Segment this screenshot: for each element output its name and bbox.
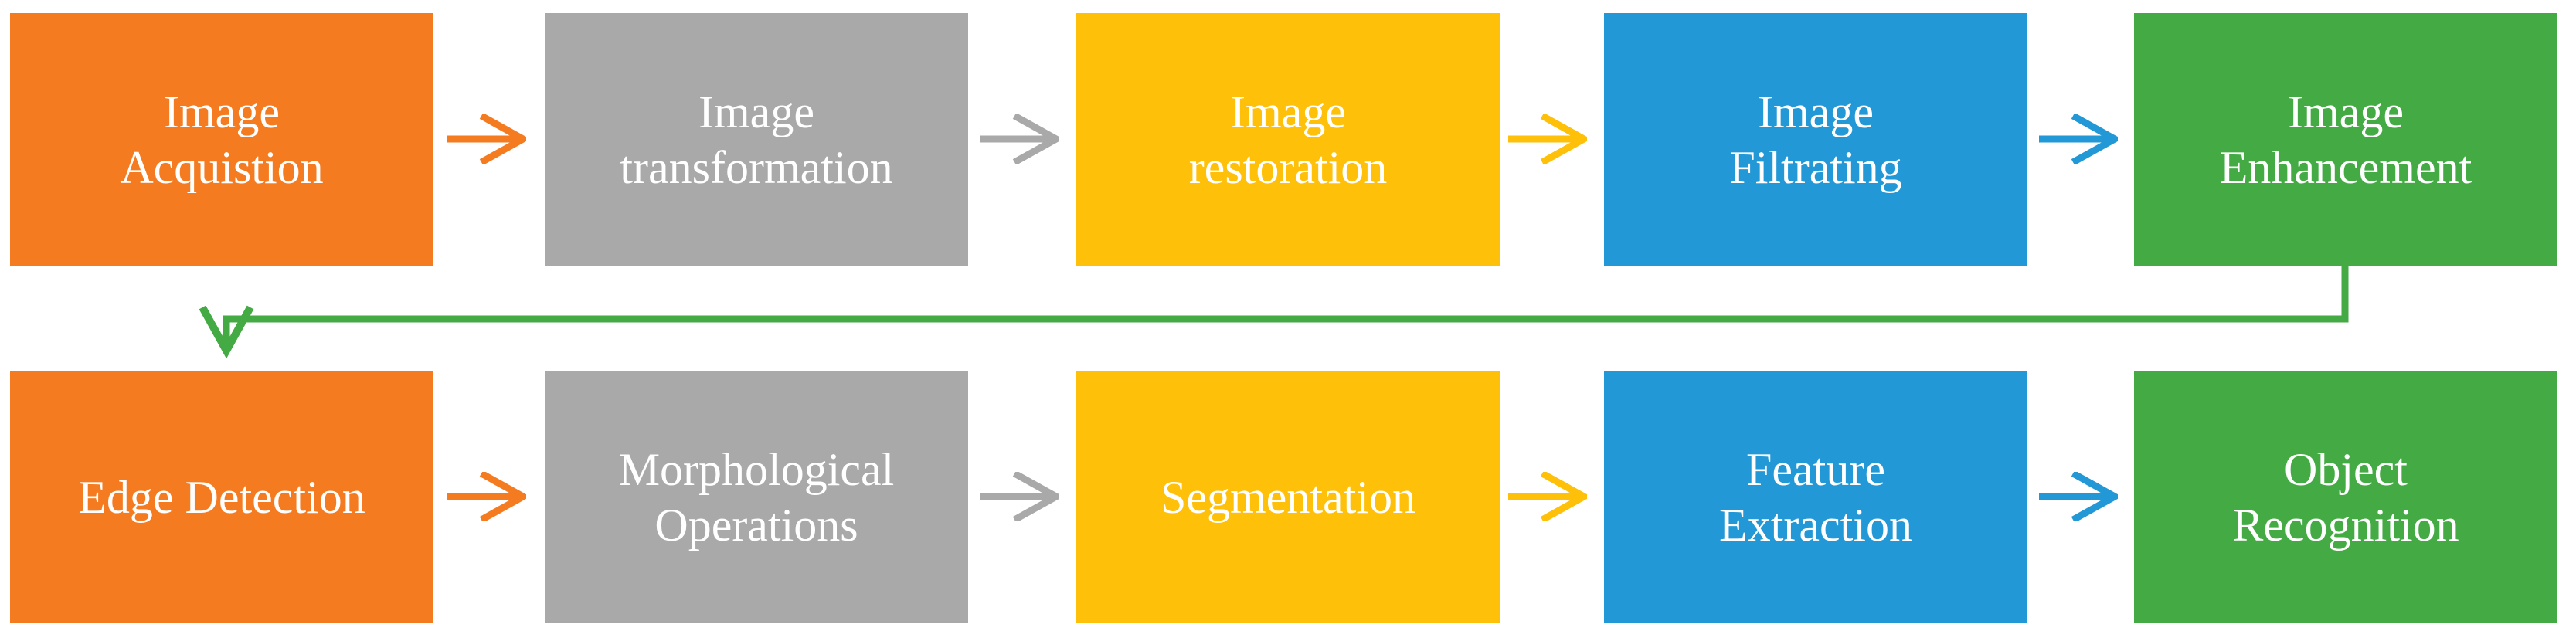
arrow-filtrating-to-enhancement (2037, 114, 2118, 164)
right-arrow-icon (447, 472, 526, 521)
right-arrow-icon (1508, 114, 1587, 164)
stage-label: Image Filtrating (1729, 86, 1902, 193)
arrow-morphological-to-segmentation (979, 472, 1059, 521)
arrow-transformation-to-restoration (979, 114, 1059, 164)
right-arrow-icon (2039, 114, 2118, 164)
stage-image-restoration: Image restoration (1076, 13, 1500, 266)
arrow-restoration-to-filtrating (1507, 114, 1587, 164)
stage-image-transformation: Image transformation (545, 13, 968, 266)
stage-label: Image restoration (1188, 86, 1388, 193)
stage-image-enhancement: Image Enhancement (2134, 13, 2557, 266)
stage-object-recognition: Object Recognition (2134, 371, 2557, 623)
stage-image-filtrating: Image Filtrating (1604, 13, 2027, 266)
stage-label: Image Acquistion (120, 86, 324, 193)
connector-elbow-line (223, 266, 2349, 344)
stage-image-acquistion: Image Acquistion (10, 13, 433, 266)
right-arrow-icon (447, 114, 526, 164)
stage-label: Segmentation (1161, 471, 1415, 523)
stage-label: Object Recognition (2232, 443, 2459, 551)
down-arrowhead-icon (199, 305, 254, 359)
stage-feature-extraction: Feature Extraction (1604, 371, 2027, 623)
right-arrow-icon (980, 472, 1059, 521)
stage-label: Image transformation (620, 86, 893, 193)
stage-label: Feature Extraction (1719, 443, 1912, 551)
stage-segmentation: Segmentation (1076, 371, 1500, 623)
right-arrow-icon (980, 114, 1059, 164)
arrow-segmentation-to-feature-extraction (1507, 472, 1587, 521)
arrow-edge-detection-to-morphological (446, 472, 526, 521)
arrow-acquistion-to-transformation (446, 114, 526, 164)
stage-label: Edge Detection (78, 471, 365, 523)
stage-morphological-operations: Morphological Operations (545, 371, 968, 623)
stage-label: Image Enhancement (2219, 86, 2472, 193)
right-arrow-icon (1508, 472, 1587, 521)
stage-edge-detection: Edge Detection (10, 371, 433, 623)
arrow-feature-extraction-to-object-recognition (2037, 472, 2118, 521)
stage-label: Morphological Operations (618, 443, 895, 551)
right-arrow-icon (2039, 472, 2118, 521)
